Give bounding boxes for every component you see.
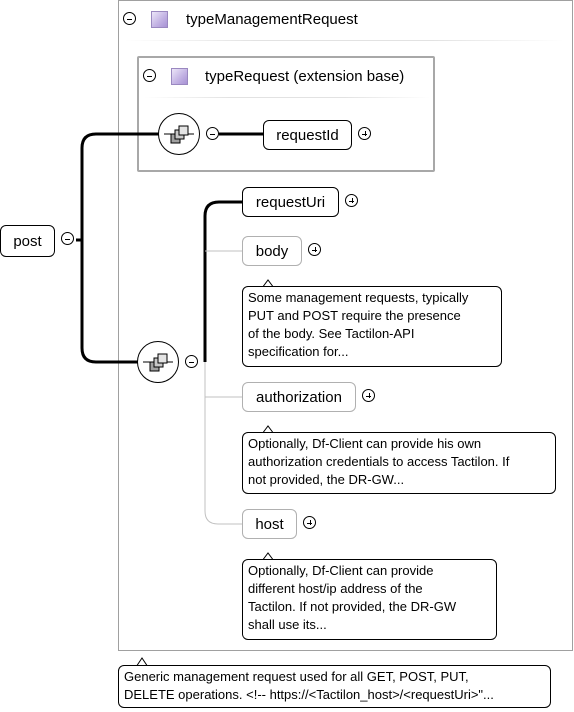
collapse-type-request-button[interactable] — [143, 69, 156, 82]
doc-line: different host/ip address of the — [248, 581, 423, 596]
authorization-documentation: Optionally, Df-Client can provide his ow… — [242, 432, 556, 494]
type-documentation: Generic management request used for all … — [118, 665, 551, 708]
host-element[interactable]: host — [242, 509, 297, 539]
doc-line: Optionally, Df-Client can provide his ow… — [248, 436, 482, 451]
request-id-element[interactable]: requestId — [263, 120, 352, 150]
doc-line: authorization credentials to access Tact… — [248, 454, 510, 469]
authorization-label: authorization — [256, 388, 342, 406]
expand-authorization-button[interactable] — [362, 389, 375, 402]
inner-header-divider — [144, 97, 430, 98]
type-request-title: typeRequest (extension base) — [205, 68, 405, 85]
sequence-compositor-icon — [158, 113, 200, 155]
body-documentation: Some management requests, typically PUT … — [242, 286, 502, 367]
collapse-sequence-button[interactable] — [185, 355, 198, 368]
sequence-glyph-icon — [143, 353, 173, 372]
expand-host-button[interactable] — [303, 516, 316, 529]
request-uri-element[interactable]: requestUri — [242, 187, 339, 217]
collapse-type-management-request-button[interactable] — [123, 12, 136, 25]
request-id-label: requestId — [276, 126, 339, 144]
expand-request-id-button[interactable] — [358, 127, 371, 140]
sequence-compositor-icon — [137, 341, 179, 383]
type-management-request-title: typeManagementRequest — [186, 11, 358, 28]
doc-line: Some management requests, typically — [248, 290, 469, 305]
expand-request-uri-button[interactable] — [345, 194, 358, 207]
doc-line: PUT and POST require the presence — [248, 308, 461, 323]
header-divider — [124, 40, 564, 41]
doc-line: shall use its... — [248, 617, 327, 632]
sequence-glyph-icon — [164, 125, 194, 144]
doc-line: not provided, the DR-GW... — [248, 472, 405, 487]
host-documentation: Optionally, Df-Client can provide differ… — [242, 559, 497, 640]
expand-body-button[interactable] — [308, 243, 321, 256]
doc-line: of the body. See Tactilon-API — [248, 326, 415, 341]
request-uri-label: requestUri — [255, 193, 326, 211]
collapse-post-button[interactable] — [61, 232, 74, 245]
doc-line: specification for... — [248, 344, 349, 359]
post-label: post — [13, 232, 42, 250]
doc-line: Generic management request used for all … — [124, 669, 469, 684]
doc-line: Optionally, Df-Client can provide — [248, 563, 434, 578]
complex-type-icon — [151, 11, 168, 28]
collapse-sequence-button[interactable] — [206, 127, 219, 140]
authorization-element[interactable]: authorization — [242, 382, 356, 412]
doc-line: Tactilon. If not provided, the DR-GW — [248, 599, 457, 614]
post-element[interactable]: post — [0, 225, 55, 257]
base-type-icon — [171, 68, 188, 85]
body-element[interactable]: body — [242, 236, 302, 266]
body-label: body — [255, 242, 289, 260]
doc-line: DELETE operations. <!-- https://<Tactilo… — [124, 687, 494, 702]
host-label: host — [255, 515, 284, 533]
